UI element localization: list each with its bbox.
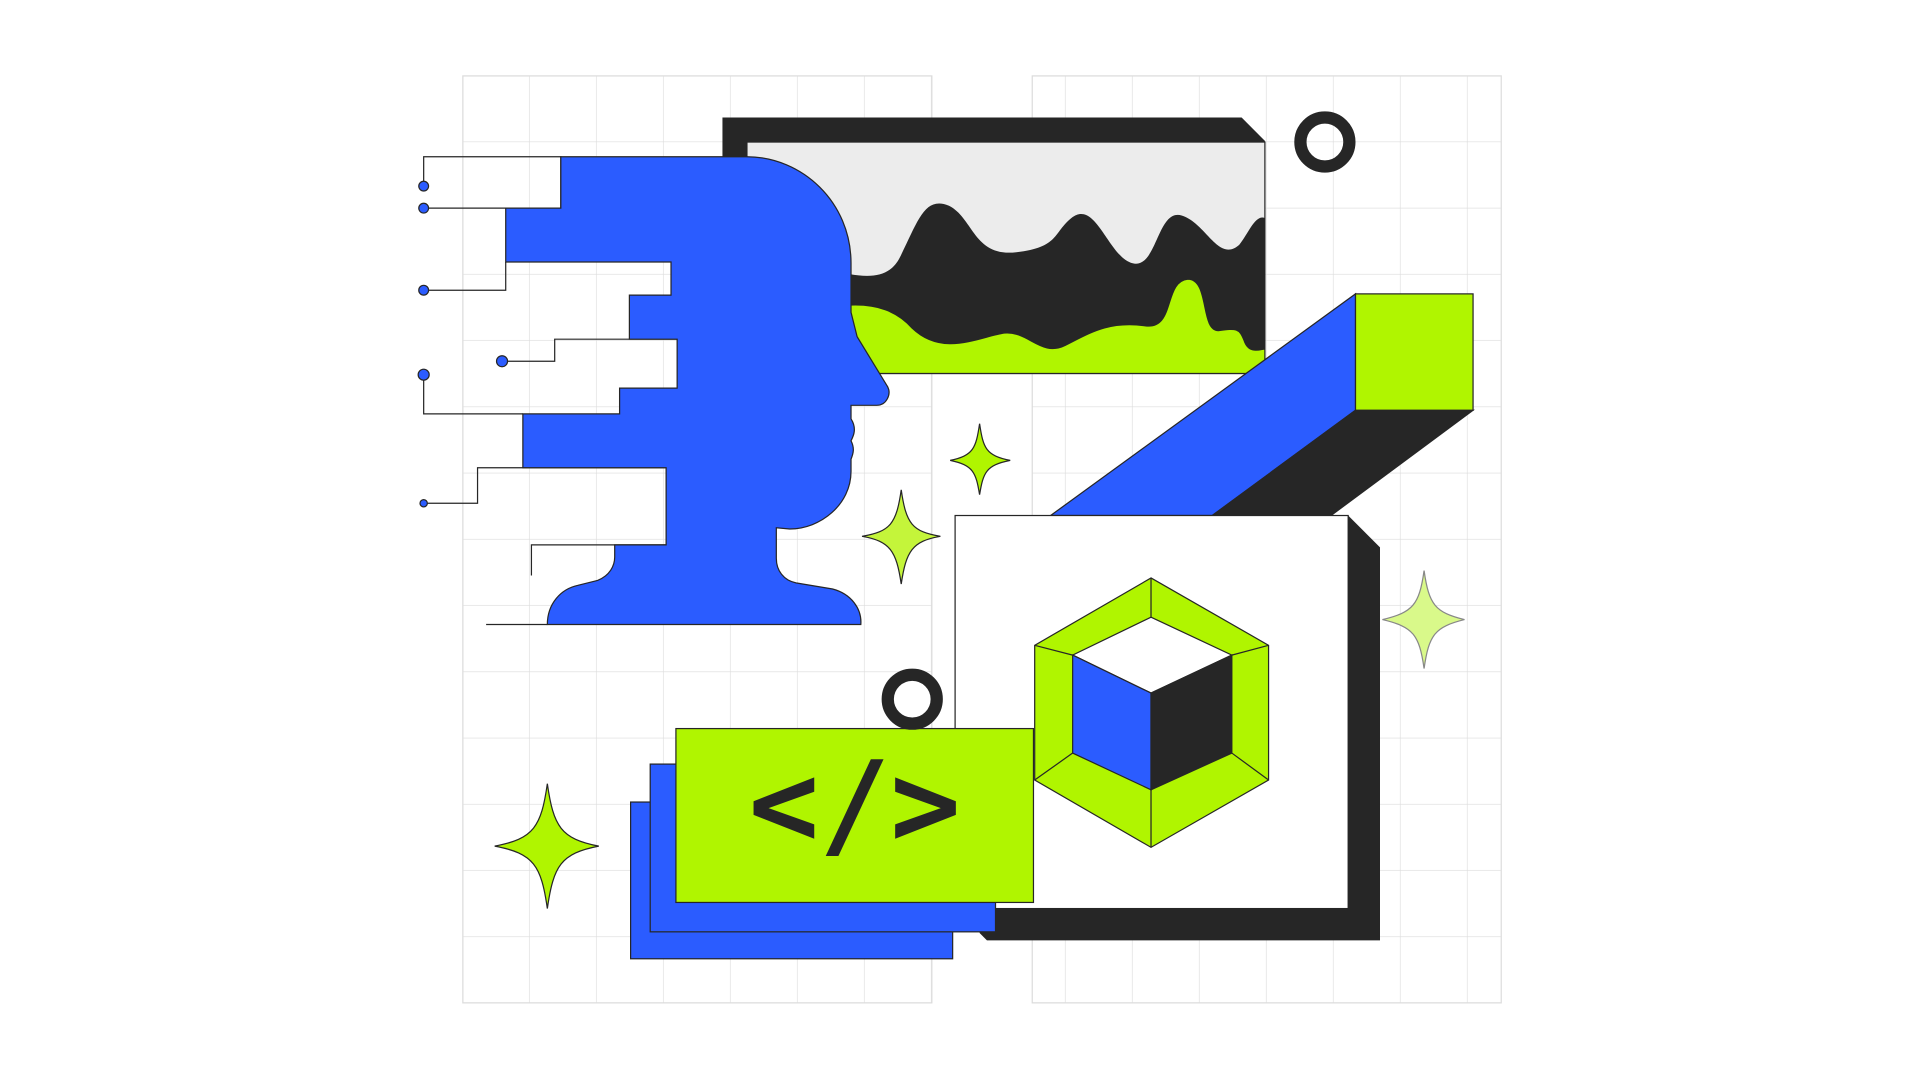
sparkle-icon [861, 489, 941, 585]
sparkle-icon [494, 783, 599, 909]
ring-icon-bottom [881, 668, 943, 730]
code-cards [630, 727, 1035, 960]
cube-box [954, 514, 1380, 941]
code-symbol: </> [749, 736, 961, 873]
lime-wave [746, 278, 1266, 375]
sparkle-icons [494, 423, 1465, 909]
sparkle-icon [1382, 570, 1465, 669]
ring-icon-top [1294, 111, 1356, 173]
head-silhouette [505, 156, 890, 626]
circuit-nodes [417, 180, 509, 508]
sparkle-icon [950, 423, 1011, 495]
